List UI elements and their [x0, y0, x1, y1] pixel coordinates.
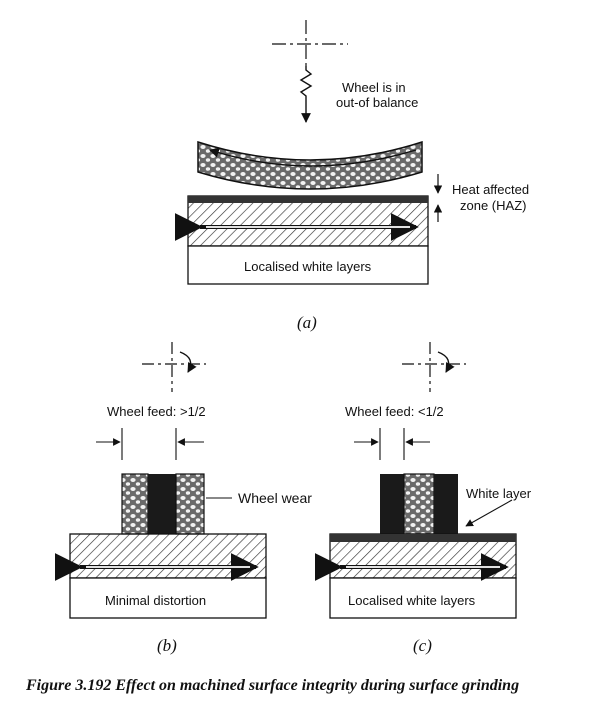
workpiece-a-label: Localised white layers — [244, 259, 372, 274]
workpiece-b-base — [69, 577, 267, 619]
workpiece-c-base — [329, 577, 517, 619]
wheel-c-solid-left — [380, 474, 404, 534]
vibration-arrow-icon — [299, 66, 313, 123]
panel-b: Wheel feed: >1/2 Wheel wear Minimal dist… — [54, 342, 312, 655]
haz-label-2: zone (HAZ) — [460, 198, 526, 213]
haz-label-1: Heat affected — [452, 182, 529, 197]
workpiece-b-label: Minimal distortion — [105, 593, 206, 608]
wheel-c-dots — [403, 473, 435, 535]
wear-label: Wheel wear — [238, 490, 312, 506]
workpiece-a-haz — [188, 196, 428, 203]
workpiece-a-base — [187, 245, 429, 285]
wheel-rotation-arrow-icon — [209, 148, 417, 167]
feed-b-label: Wheel feed: >1/2 — [107, 404, 206, 419]
workpiece-c-whitelayer — [330, 534, 516, 542]
rotation-b-icon — [179, 351, 197, 373]
feed-c-label: Wheel feed: <1/2 — [345, 404, 444, 419]
figure-caption: Figure 3.192 Effect on machined surface … — [25, 677, 519, 694]
out-of-balance-label-2: out-of balance — [336, 95, 418, 110]
out-of-balance-label-1: Wheel is in — [342, 80, 406, 95]
wheel-b-dots-left — [121, 473, 149, 535]
sublabel-a: (a) — [297, 313, 317, 332]
wheel-b-solid — [148, 474, 176, 534]
white-layer-label: White layer — [466, 486, 532, 501]
workpiece-c-label: Localised white layers — [348, 593, 476, 608]
panel-c: Wheel feed: <1/2 White layer Localised w… — [314, 342, 532, 655]
sublabel-c: (c) — [413, 636, 432, 655]
white-layer-leader — [465, 499, 513, 527]
panel-a: Wheel is in out-of balance Localised whi… — [174, 20, 529, 332]
wheel-c-solid-right — [434, 474, 458, 534]
workpiece-a-hatch — [187, 195, 429, 247]
wheel-b-dots-right — [175, 473, 205, 535]
rotation-c-icon — [437, 351, 455, 373]
workpiece-b-hatch — [69, 533, 267, 579]
sublabel-b: (b) — [157, 636, 177, 655]
